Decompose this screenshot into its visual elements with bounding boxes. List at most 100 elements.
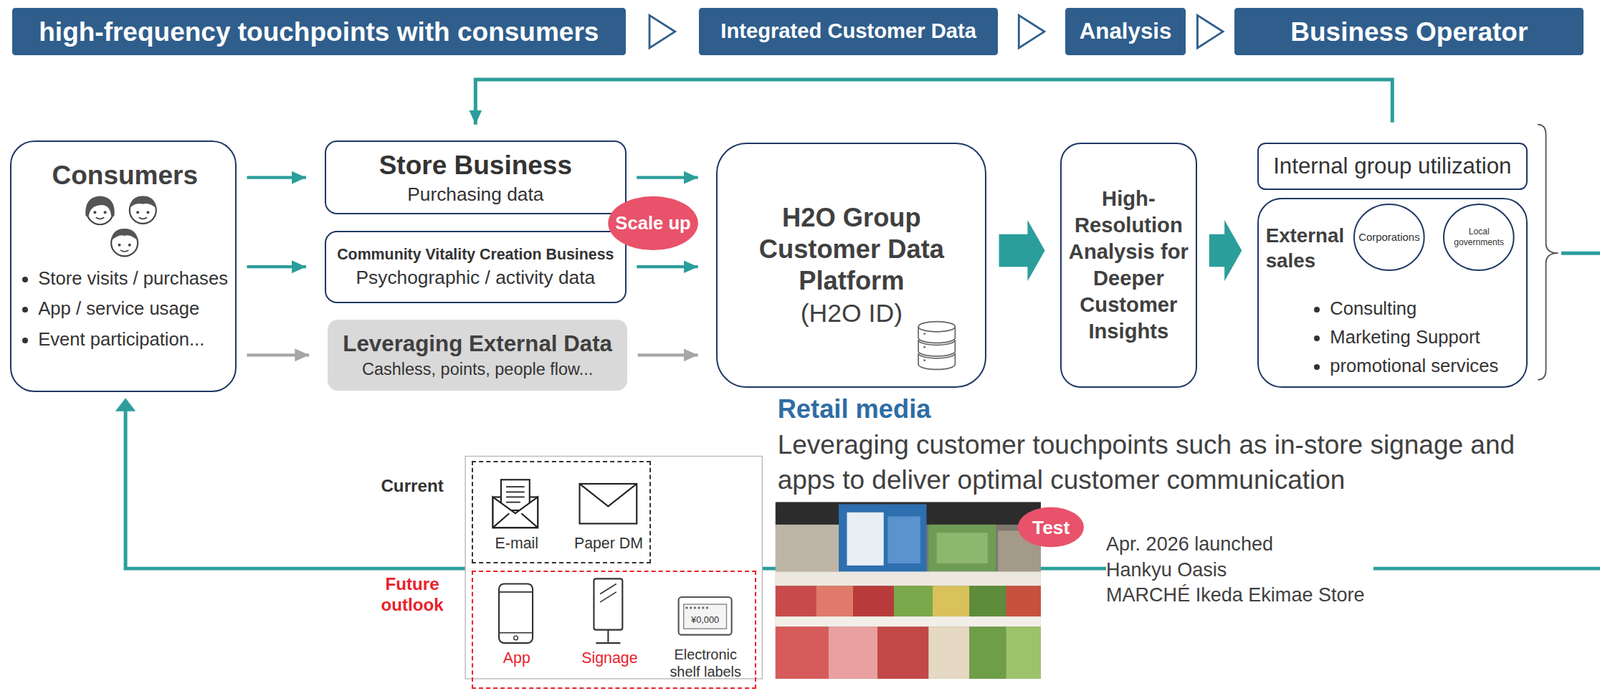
right-bracket	[1537, 124, 1558, 380]
store-photo	[877, 626, 929, 679]
store-photo	[816, 585, 854, 617]
store-photo	[932, 585, 970, 617]
consumer-faces	[129, 195, 157, 208]
app-phone-icon	[513, 635, 519, 641]
chevron-arrow	[1018, 15, 1045, 49]
block-arrow	[999, 220, 1046, 282]
flow-arrow	[637, 353, 699, 357]
header-band: high-frequency touchpoints with consumer…	[12, 7, 626, 55]
consumer-faces	[111, 228, 138, 241]
feedback-arrow	[475, 79, 1393, 125]
box-heading: External sales	[1265, 222, 1354, 274]
bullet-item: promotional services	[1329, 355, 1499, 377]
node-text: Local governments	[1450, 226, 1508, 248]
store-photo	[893, 585, 933, 617]
icon-caption: Paper DM	[562, 534, 655, 553]
flow-arrow	[246, 176, 307, 180]
badge-ellipse: Test	[1017, 506, 1085, 548]
node-text: Corporations	[1358, 230, 1421, 244]
bullet-item: Event participation...	[37, 329, 205, 350]
consumer-faces	[85, 195, 157, 256]
test-note: Hankyu Oasis	[1106, 558, 1374, 582]
store-photo	[969, 585, 1006, 617]
paper-dm-icon	[579, 483, 638, 525]
store-photo	[838, 503, 927, 574]
row-label: Current	[371, 475, 454, 497]
consumer-faces	[136, 210, 140, 214]
node-text: Integrated Customer Data	[720, 19, 977, 44]
consumer-faces	[93, 210, 97, 214]
badge-ellipse: Scale up	[607, 195, 699, 251]
box-body: Purchasing data	[407, 183, 544, 206]
node-text: high-frequency touchpoints with consumer…	[38, 16, 599, 48]
circle-shape	[1354, 204, 1425, 271]
flow-arrow	[246, 265, 307, 269]
utilization-box: Internal group utilization	[1257, 142, 1528, 190]
badge-shape	[607, 196, 699, 251]
electronic-shelf-label-icon	[701, 607, 704, 610]
email-icon	[493, 479, 539, 528]
store-photo	[936, 532, 988, 564]
electronic-shelf-label-icon	[678, 597, 732, 636]
header-band: Integrated Customer Data	[698, 7, 998, 55]
section-description: Leveraging customer touchpoints such as …	[777, 427, 1554, 497]
header-band: Business Operator	[1234, 7, 1584, 55]
store-photo	[969, 626, 1006, 679]
store-photo	[775, 524, 839, 573]
consumer-faces	[139, 217, 147, 219]
signage-icon	[600, 583, 617, 603]
connectors	[246, 15, 1393, 355]
circle-shape	[1443, 204, 1514, 271]
test-note: MARCHÉ Ikeda Ekimae Store	[1106, 583, 1374, 607]
feedback-loop-line	[115, 397, 136, 412]
store-photo	[828, 626, 878, 679]
signage-icon	[593, 578, 623, 644]
price-text: ¥0,000	[684, 614, 726, 626]
platform-box: H2O Group Customer Data Platform(H2O ID)	[716, 142, 987, 388]
electronic-shelf-label-icon	[678, 597, 732, 636]
signage-icon	[595, 630, 621, 644]
store-photo	[775, 616, 1041, 627]
chevron-arrow	[649, 15, 676, 49]
external-data-box: Leveraging External DataCashless, points…	[327, 319, 628, 392]
box-body: Cashless, points, people flow...	[362, 359, 593, 380]
feedback-loop-line	[115, 253, 1600, 569]
consumer-faces	[103, 210, 107, 214]
bullet-item: Store visits / purchases	[37, 268, 228, 289]
consumer-faces	[146, 210, 150, 214]
box-heading: Community Vitality Creation Business	[336, 245, 614, 264]
node-text: High-Resolution Analysis for Deeper Cust…	[1066, 185, 1192, 345]
electronic-shelf-label-icon	[686, 607, 689, 610]
bullet-item: Consulting	[1329, 298, 1417, 319]
box-heading: Store Business	[379, 149, 573, 181]
node-text: Internal group utilization	[1273, 153, 1512, 180]
flow-arrow	[246, 353, 309, 357]
header-band: Analysis	[1065, 7, 1186, 55]
box-heading: Leveraging External Data	[342, 331, 613, 357]
process-box: Community Vitality Creation BusinessPsyc…	[324, 230, 627, 304]
section-title: Retail media	[777, 393, 932, 426]
email-icon	[493, 513, 539, 528]
database-icon	[923, 332, 926, 335]
electronic-shelf-label-icon	[706, 607, 709, 610]
database-icon	[918, 321, 955, 332]
electronic-shelf-label-icon	[689, 607, 692, 610]
badge-shape	[1017, 507, 1084, 548]
feedback-loop-line	[125, 410, 1600, 569]
electronic-shelf-label-icon	[683, 604, 727, 629]
store-photo	[775, 502, 1041, 679]
channel-panel	[465, 455, 763, 679]
test-note: Apr. 2026 launched	[1106, 532, 1374, 556]
analysis-box: High-Resolution Analysis for Deeper Cust…	[1060, 142, 1198, 388]
database-icon	[918, 321, 955, 370]
customer-circle: Local governments	[1443, 203, 1515, 271]
store-photo	[853, 585, 894, 617]
paper-dm-icon	[579, 483, 638, 525]
box-body: Psychographic / activity data	[356, 266, 596, 289]
consumer-faces	[96, 217, 104, 219]
bullet-item: App / service usage	[37, 298, 200, 319]
chevron-arrow	[1197, 15, 1223, 49]
store-photo	[887, 516, 921, 565]
consumer-faces	[128, 243, 132, 247]
icon-caption: E-mail	[470, 534, 563, 553]
